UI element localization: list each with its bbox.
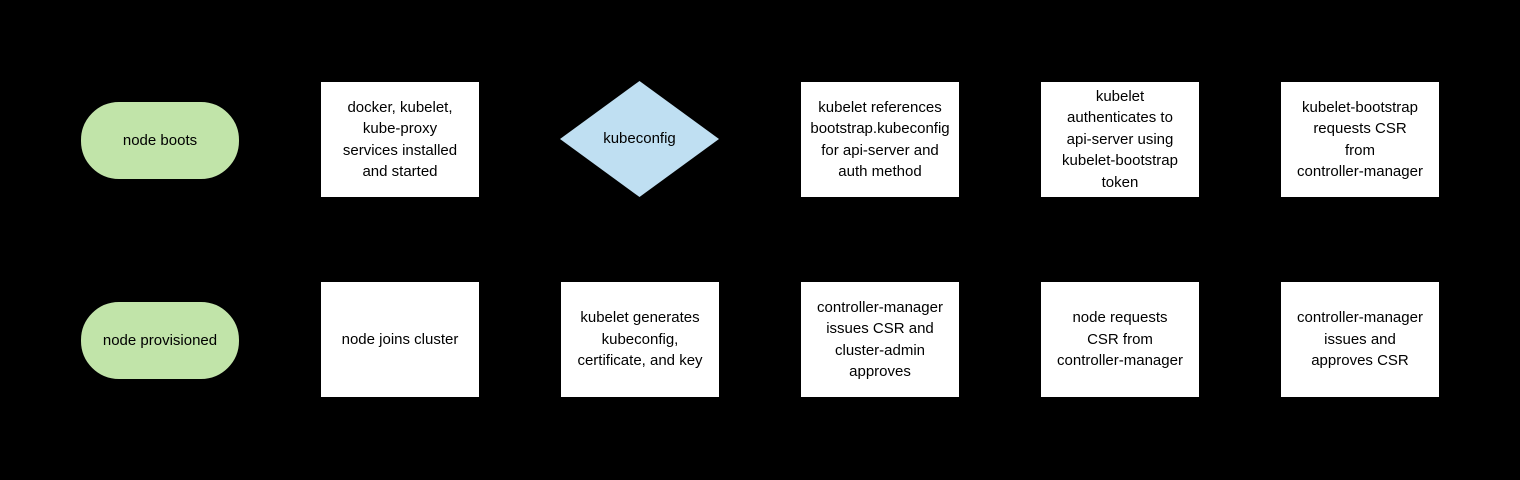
flow-node-cm-issues-and-approves-csr: controller-manager issues and approves C…: [1280, 281, 1440, 398]
node-label: kubeconfig: [603, 130, 676, 148]
node-label: node boots: [122, 131, 198, 149]
node-label: docker, kubelet, kube-proxy services ins…: [342, 98, 458, 181]
flow-node-kubelet-authenticates: kubelet authenticates to api-server usin…: [1040, 81, 1200, 198]
node-label: kubelet generates kubeconfig, certificat…: [577, 309, 703, 370]
node-label: controller-manager issues CSR and cluste…: [817, 298, 943, 381]
node-label: node requests CSR from controller-manage…: [1057, 309, 1183, 370]
flow-node-kubelet-bootstrap-requests-csr: kubelet-bootstrap requests CSR from cont…: [1280, 81, 1440, 198]
flow-node-kubelet-references-bootstrap-kubeconfig: kubelet references bootstrap.kubeconfig …: [800, 81, 960, 198]
node-label: kubelet references bootstrap.kubeconfig …: [810, 98, 950, 181]
node-label: node provisioned: [102, 331, 218, 349]
node-label: node joins cluster: [341, 330, 459, 348]
flow-node-kubeconfig-decision: kubeconfig: [560, 81, 719, 197]
flow-node-node-joins-cluster: node joins cluster: [320, 281, 480, 398]
flow-node-node-provisioned: node provisioned: [80, 301, 240, 380]
flow-node-node-requests-csr: node requests CSR from controller-manage…: [1040, 281, 1200, 398]
node-label: controller-manager issues and approves C…: [1297, 309, 1423, 370]
flow-node-services-installed: docker, kubelet, kube-proxy services ins…: [320, 81, 480, 198]
flow-node-node-boots: node boots: [80, 101, 240, 180]
node-label: kubelet authenticates to api-server usin…: [1062, 87, 1178, 191]
flow-node-cm-issues-csr-admin-approves: controller-manager issues CSR and cluste…: [800, 281, 960, 398]
node-label: kubelet-bootstrap requests CSR from cont…: [1297, 98, 1423, 181]
flow-node-kubelet-generates-kubeconfig: kubelet generates kubeconfig, certificat…: [560, 281, 720, 398]
